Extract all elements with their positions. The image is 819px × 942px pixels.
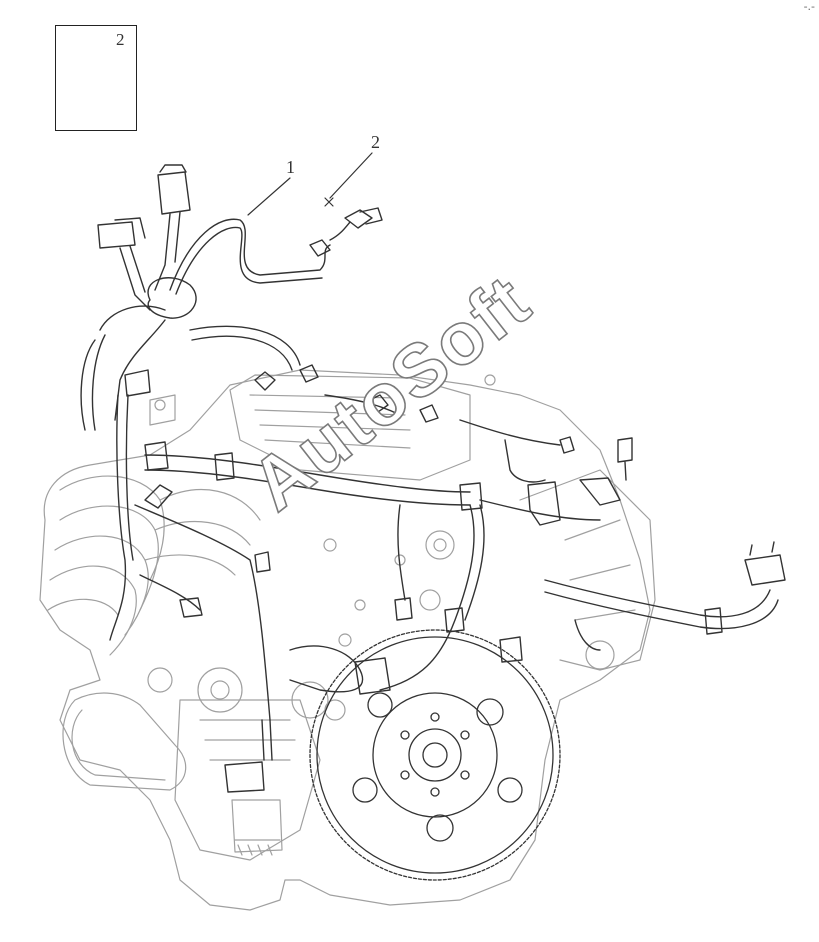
cross-marker bbox=[324, 197, 334, 207]
inset-label: 2 bbox=[116, 30, 125, 49]
leader-line-2 bbox=[329, 152, 373, 199]
flywheel bbox=[309, 629, 561, 881]
callout-2: 2 bbox=[371, 132, 380, 152]
wiring-harness bbox=[80, 164, 786, 793]
inset-box: 2 bbox=[55, 25, 137, 131]
callout-1: 1 bbox=[286, 157, 295, 177]
corner-mark: -.- bbox=[803, 0, 815, 13]
leader-line-1 bbox=[247, 177, 291, 216]
engine-outline bbox=[39, 369, 656, 911]
callout-leaders bbox=[247, 152, 373, 216]
